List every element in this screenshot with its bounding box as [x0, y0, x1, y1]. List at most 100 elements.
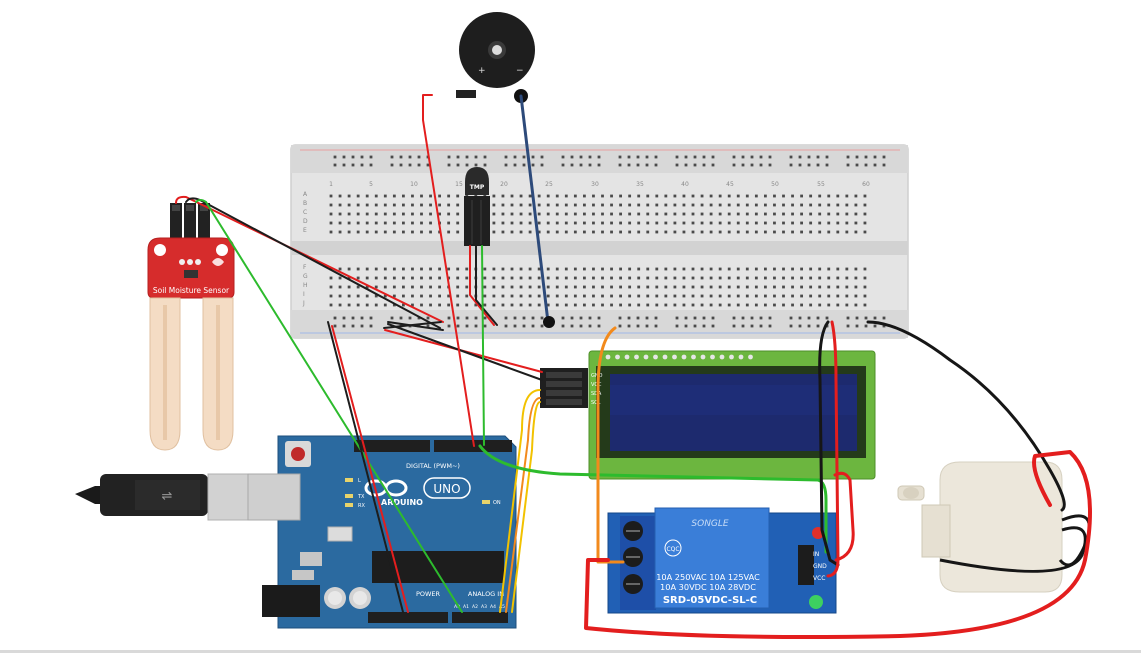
breadboard-hole: [664, 295, 667, 298]
breadboard-hole: [330, 304, 333, 307]
breadboard-hole: [773, 195, 776, 198]
relay-brand-label: SONGLE: [691, 519, 729, 529]
col-number: 30: [591, 181, 599, 188]
breadboard-hole: [808, 164, 811, 167]
breadboard-hole: [646, 295, 649, 298]
breadboard-hole: [592, 268, 595, 271]
breadboard-hole: [760, 164, 763, 167]
breadboard-hole: [361, 156, 364, 159]
breadboard-hole: [330, 277, 333, 280]
temperature-sensor[interactable]: TMP: [464, 167, 490, 246]
breadboard-hole: [532, 325, 535, 328]
breadboard-hole: [565, 304, 568, 307]
breadboard-hole: [818, 195, 821, 198]
breadboard-hole: [339, 304, 342, 307]
breadboard-hole: [782, 222, 785, 225]
breadboard-hole: [800, 204, 803, 207]
breadboard-hole: [800, 222, 803, 225]
breadboard-hole: [773, 277, 776, 280]
soil-sensor-label: Soil Moisture Sensor: [153, 286, 230, 295]
breadboard-hole: [703, 164, 706, 167]
breadboard-hole: [357, 268, 360, 271]
breadboard-hole: [375, 222, 378, 225]
breadboard-hole: [755, 304, 758, 307]
breadboard-hole: [357, 277, 360, 280]
piezo-buzzer[interactable]: + −: [456, 12, 535, 103]
breadboard-hole: [384, 213, 387, 216]
breadboard-hole: [366, 277, 369, 280]
breadboard-hole: [339, 295, 342, 298]
breadboard-hole: [511, 277, 514, 280]
breadboard-hole: [865, 164, 868, 167]
breadboard-hole: [692, 222, 695, 225]
breadboard-hole: [791, 304, 794, 307]
breadboard-hole: [751, 164, 754, 167]
breadboard-hole: [571, 156, 574, 159]
breadboard-hole: [448, 325, 451, 328]
breadboard-hole: [565, 277, 568, 280]
breadboard-hole: [529, 304, 532, 307]
breadboard-hole: [547, 231, 550, 234]
breadboard-hole: [855, 268, 858, 271]
breadboard-hole: [827, 195, 830, 198]
breadboard-hole: [532, 164, 535, 167]
breadboard-hole: [466, 317, 469, 320]
breadboard-hole: [692, 268, 695, 271]
breadboard-hole: [466, 156, 469, 159]
breadboard-hole: [592, 213, 595, 216]
breadboard-hole: [334, 164, 337, 167]
breadboard-hole: [655, 231, 658, 234]
breadboard-hole: [348, 286, 351, 289]
breadboard-hole: [619, 195, 622, 198]
breadboard-hole: [601, 268, 604, 271]
breadboard-hole: [511, 286, 514, 289]
breadboard-hole: [547, 195, 550, 198]
breadboard-hole: [683, 222, 686, 225]
buzzer-plus-label: +: [478, 66, 486, 76]
breadboard-hole: [556, 204, 559, 207]
breadboard-hole: [366, 231, 369, 234]
breadboard-hole: [466, 164, 469, 167]
breadboard-hole: [502, 295, 505, 298]
row-letter: I: [303, 291, 305, 298]
breadboard-hole: [827, 277, 830, 280]
breadboard-hole: [701, 222, 704, 225]
breadboard-hole: [520, 222, 523, 225]
breadboard-hole: [676, 164, 679, 167]
breadboard-hole: [628, 325, 631, 328]
breadboard-hole: [411, 195, 414, 198]
breadboard-hole: [809, 204, 812, 207]
breadboard-hole: [817, 156, 820, 159]
breadboard-hole: [809, 195, 812, 198]
breadboard-hole: [538, 204, 541, 207]
breadboard-hole: [818, 268, 821, 271]
soil-moisture-sensor[interactable]: Soil Moisture Sensor: [148, 203, 234, 450]
breadboard-hole: [845, 295, 848, 298]
breadboard-hole: [484, 317, 487, 320]
cqc-mark-icon: CQC: [666, 546, 679, 553]
breadboard-hole: [456, 295, 459, 298]
lcd-display[interactable]: GND VCC SDA SCL: [589, 351, 875, 479]
lcd-connector: [540, 368, 588, 408]
lcd-pin-hole: [720, 355, 725, 360]
breadboard-hole: [769, 156, 772, 159]
arduino-model-label: UNO: [433, 482, 460, 496]
breadboard-hole: [610, 268, 613, 271]
breadboard-hole: [746, 295, 749, 298]
breadboard-hole: [864, 277, 867, 280]
breadboard-hole: [655, 325, 658, 328]
breadboard-hole: [583, 286, 586, 289]
breadboard-hole: [429, 295, 432, 298]
breadboard-hole: [502, 286, 505, 289]
breadboard-hole: [655, 195, 658, 198]
arduino-uno-board[interactable]: ⇌ DIGITAL (PWM~) ARDUINO UNO L TX RX ON: [75, 436, 516, 628]
relay-rating-line1: 10A 250VAC 10A 125VAC: [656, 572, 760, 582]
relay-module[interactable]: SONGLE CQC 10A 250VAC 10A 125VAC 10A 30V…: [608, 508, 836, 613]
breadboard-hole: [674, 195, 677, 198]
breadboard-hole: [817, 325, 820, 328]
breadboard-hole: [366, 268, 369, 271]
breadboard-hole: [571, 325, 574, 328]
breadboard-hole: [864, 304, 867, 307]
breadboard-hole: [856, 325, 859, 328]
breadboard-hole: [456, 231, 459, 234]
